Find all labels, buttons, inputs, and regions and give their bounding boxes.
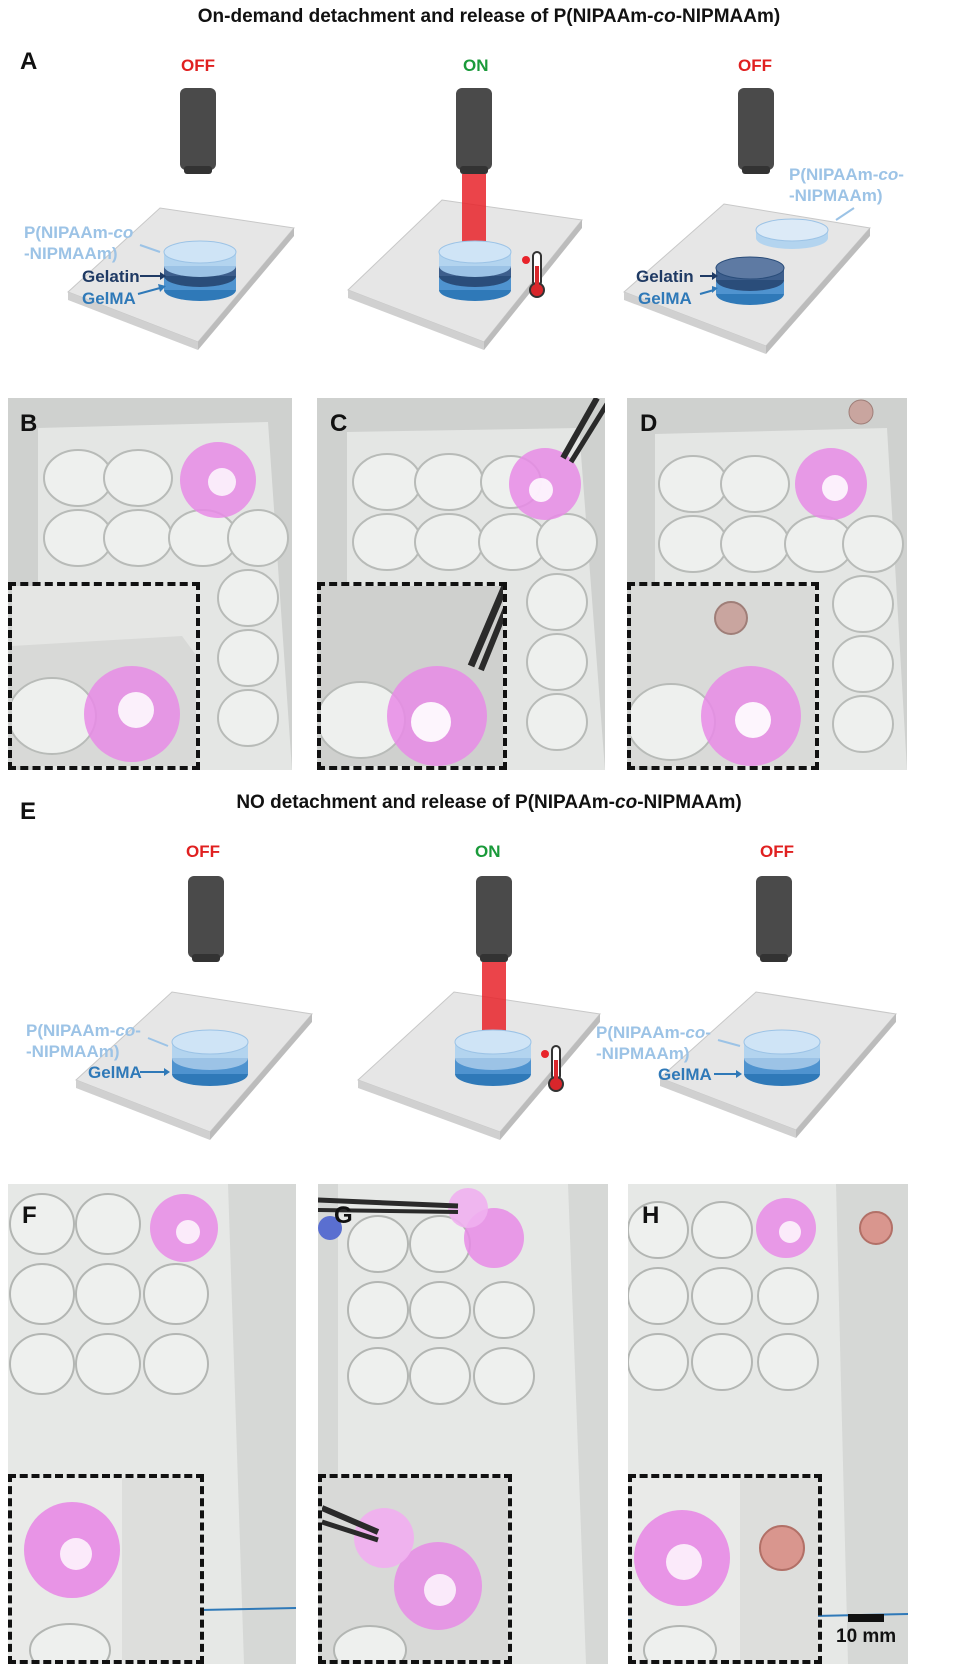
thermometer-icon xyxy=(541,1045,564,1092)
state-label-on: ON xyxy=(475,842,501,861)
panel-letter-d: D xyxy=(640,410,658,437)
panel-letter-g: G xyxy=(334,1202,353,1229)
label-gelma: GelMA xyxy=(638,289,692,308)
scale-bar xyxy=(848,1614,884,1622)
schematic-off-layered xyxy=(67,88,295,350)
inset-zoom-f xyxy=(8,1474,204,1664)
bottom-section-title: NO detachment and release of P(NIPAAm-co… xyxy=(236,792,742,813)
state-label-off: OFF xyxy=(760,842,794,861)
photo-panel-d xyxy=(627,398,907,770)
inset-zoom-b xyxy=(8,582,200,770)
photo-panel-f xyxy=(8,1184,296,1664)
inset-zoom-d xyxy=(627,582,819,770)
schematic-on-layered xyxy=(347,88,583,350)
inset-zoom-h xyxy=(628,1474,822,1664)
photo-panel-h: 10 mm xyxy=(628,1184,908,1664)
inset-zoom-g xyxy=(318,1474,512,1664)
state-label-off: OFF xyxy=(181,56,215,75)
panel-letter-b: B xyxy=(20,410,38,437)
schematic-off-detached xyxy=(623,88,871,354)
photo-panel-b xyxy=(8,398,292,770)
schematic-off-bilayer-after xyxy=(659,876,897,1138)
top-section-title: On-demand detachment and release of P(NI… xyxy=(197,6,781,27)
state-label-off: OFF xyxy=(186,842,220,861)
panel-letter-c: C xyxy=(330,410,348,437)
label-gelma: GelMA xyxy=(88,1063,142,1082)
scale-bar-label: 10 mm xyxy=(836,1626,897,1647)
state-label-off: OFF xyxy=(738,56,772,75)
schematic-on-bilayer xyxy=(357,876,601,1140)
panel-letter-h: H xyxy=(642,1202,660,1229)
label-pnipaam: P(NIPAAm-co- -NIPMAAm) xyxy=(596,1023,711,1063)
panel-letter-e: E xyxy=(20,798,37,825)
label-pnipaam: P(NIPAAm-co -NIPMAAm) xyxy=(24,223,134,263)
label-gelma: GelMA xyxy=(658,1065,712,1084)
label-gelma: GelMA xyxy=(82,289,136,308)
schematic-off-bilayer xyxy=(75,876,313,1140)
thermometer-icon xyxy=(522,251,545,298)
state-label-on: ON xyxy=(463,56,489,75)
label-gelatin: Gelatin xyxy=(636,267,694,286)
panel-letter-a: A xyxy=(20,48,38,75)
label-pnipaam: P(NIPAAm-co- -NIPMAAm) xyxy=(26,1021,141,1061)
panel-letter-f: F xyxy=(22,1202,37,1229)
photo-panel-g xyxy=(318,1184,608,1664)
photo-panel-c xyxy=(317,398,605,770)
label-pnipaam: P(NIPAAm-co- -NIPMAAm) xyxy=(789,165,904,205)
label-gelatin: Gelatin xyxy=(82,267,140,286)
inset-zoom-c xyxy=(317,582,507,770)
